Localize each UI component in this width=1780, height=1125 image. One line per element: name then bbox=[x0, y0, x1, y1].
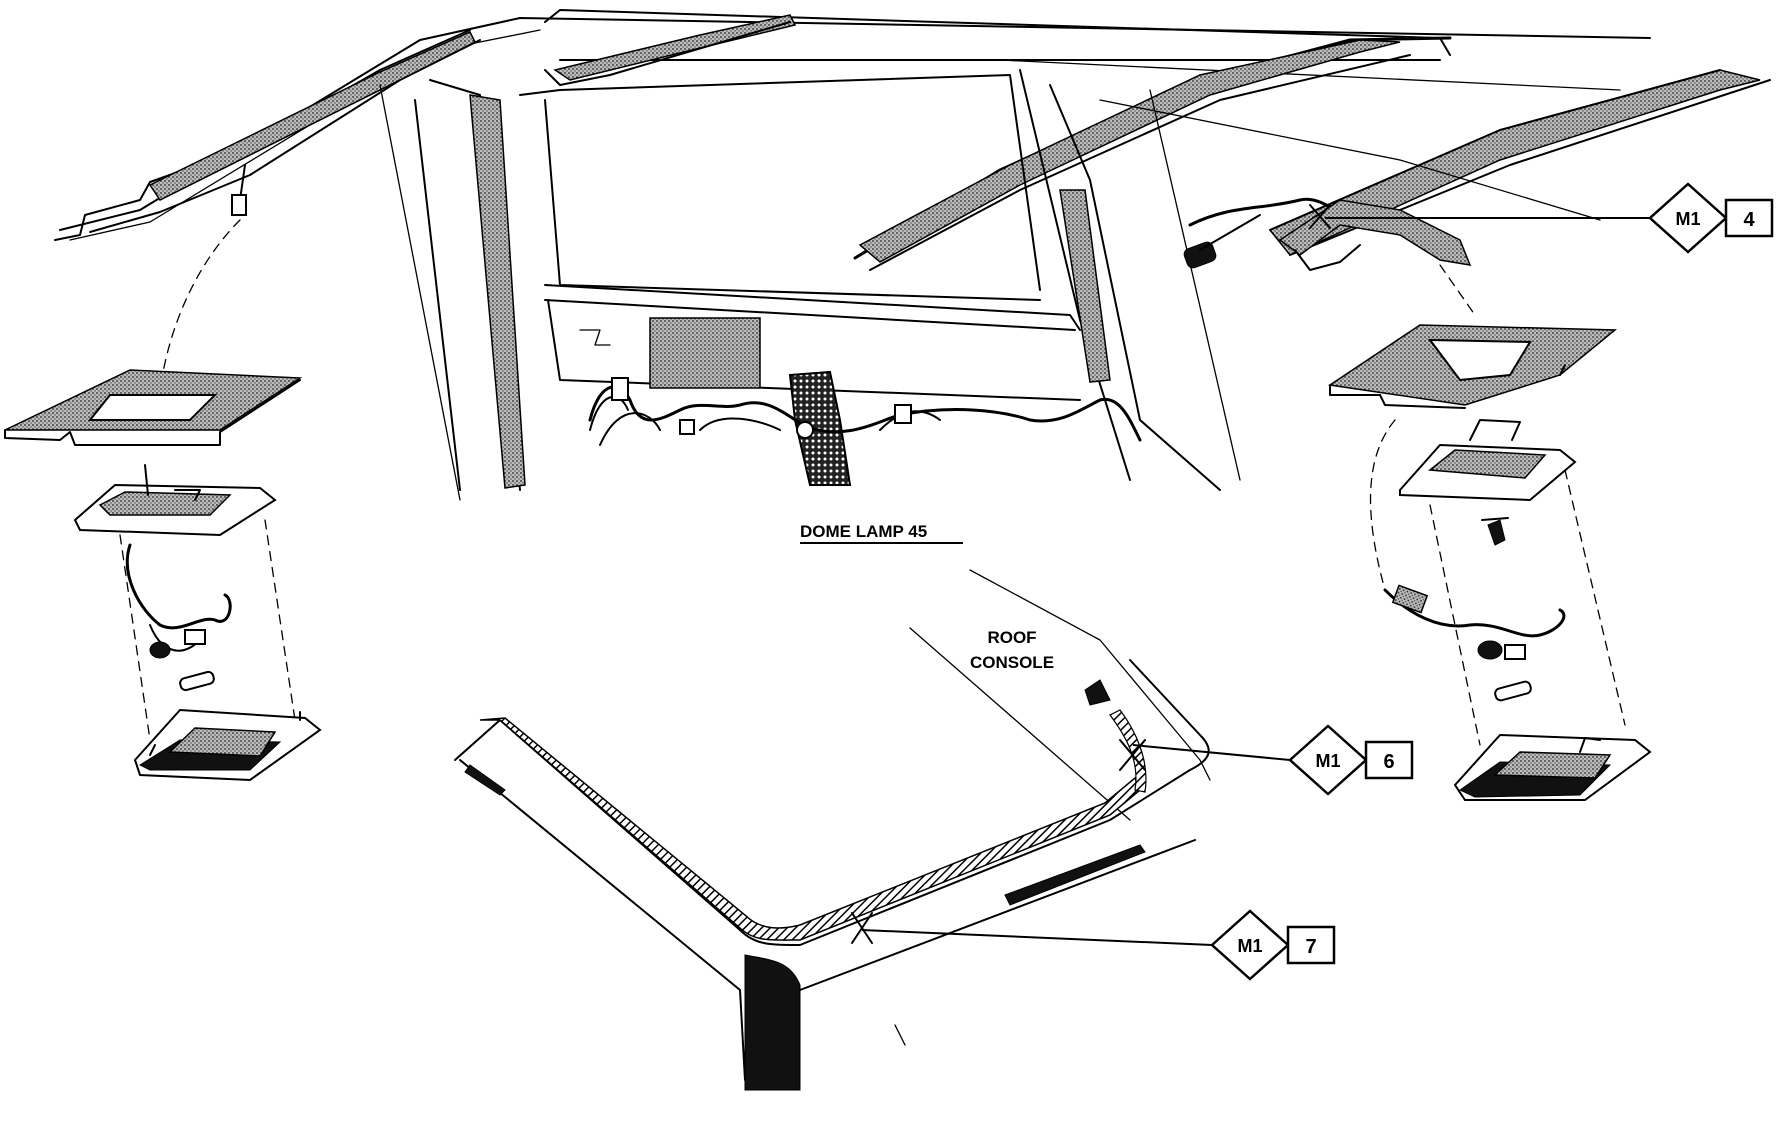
callout-number: 4 bbox=[1743, 209, 1755, 231]
roof-frame bbox=[54, 9, 1771, 501]
connector-mark-7 bbox=[851, 912, 873, 944]
title-text: DOME LAMP 45 bbox=[800, 522, 927, 541]
right-dome-lamp-assembly bbox=[1183, 197, 1652, 801]
callout-m1-7: M1 7 bbox=[861, 909, 1336, 981]
roof-label: ROOF bbox=[987, 628, 1036, 647]
callout-number: 7 bbox=[1305, 936, 1316, 958]
callout-code: M1 bbox=[1237, 936, 1262, 956]
headliner-console bbox=[454, 204, 1331, 1091]
callout-m1-4: M1 4 bbox=[1325, 182, 1774, 254]
roof-console-label: ROOF CONSOLE bbox=[970, 628, 1054, 672]
connector-mark-4 bbox=[1309, 204, 1331, 229]
callout-code: M1 bbox=[1315, 751, 1340, 771]
callout-code: M1 bbox=[1675, 209, 1700, 229]
insulation-patch bbox=[649, 317, 761, 389]
callout-m1-6: M1 6 bbox=[1132, 724, 1414, 796]
left-dome-lamp-assembly bbox=[4, 164, 322, 782]
sunroof-opening bbox=[519, 74, 1142, 486]
callout-number: 6 bbox=[1383, 751, 1394, 773]
console-label: CONSOLE bbox=[970, 653, 1054, 672]
dome-lamp-title: DOME LAMP 45 bbox=[800, 522, 963, 544]
